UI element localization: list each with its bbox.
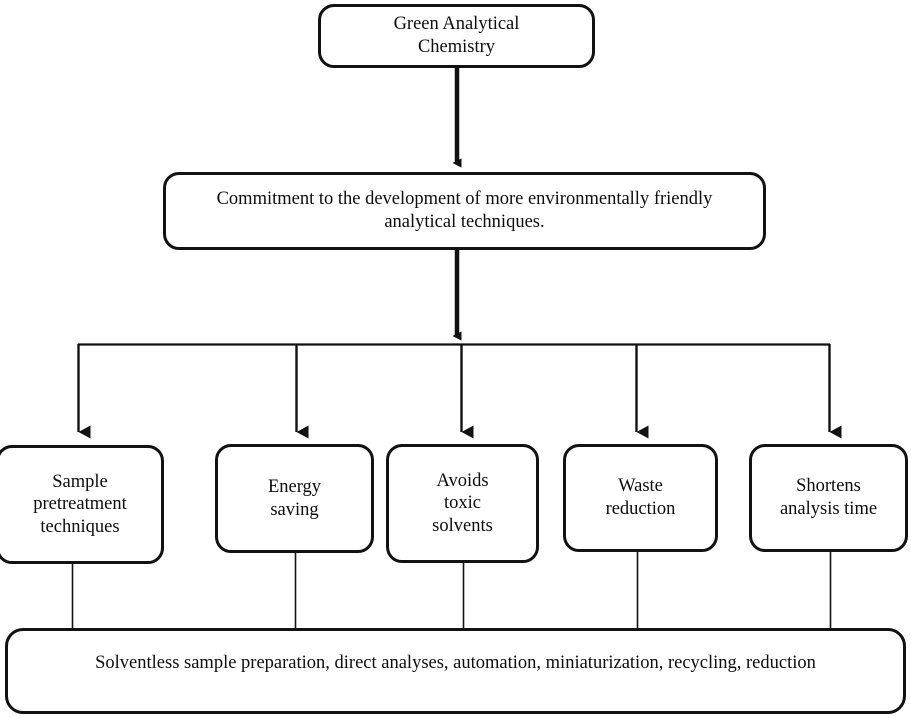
- node-waste-reduction[interactable]: Waste reduction: [563, 444, 718, 552]
- node-label: Commitment to the development of more en…: [216, 189, 713, 232]
- node-label: Solventless sample preparation, direct a…: [95, 652, 816, 673]
- node-label: Energy saving: [267, 476, 322, 520]
- node-label: Green Analytical Chemistry: [393, 14, 520, 57]
- node-label: Avoids toxic solvents: [432, 470, 493, 536]
- node-commitment[interactable]: Commitment to the development of more en…: [163, 172, 766, 250]
- node-label: Sample pretreatment techniques: [33, 471, 127, 537]
- node-label: Waste reduction: [605, 476, 676, 519]
- node-shortens-analysis-time[interactable]: Shortens analysis time: [749, 444, 908, 552]
- node-avoids-toxic-solvents[interactable]: Avoids toxic solvents: [386, 444, 539, 563]
- node-green-analytical-chemistry[interactable]: Green Analytical Chemistry: [318, 4, 595, 68]
- node-energy-saving[interactable]: Energy saving: [215, 444, 374, 553]
- node-summary-outcomes[interactable]: Solventless sample preparation, direct a…: [5, 628, 906, 714]
- node-label: Shortens analysis time: [779, 476, 878, 519]
- node-sample-pretreatment-techniques[interactable]: Sample pretreatment techniques: [0, 445, 164, 564]
